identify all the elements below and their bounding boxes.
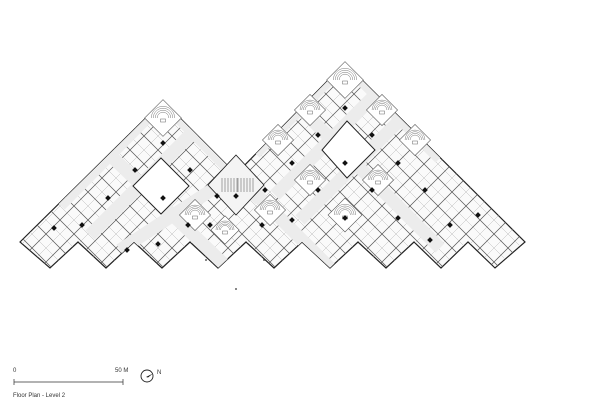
courtyards	[132, 120, 376, 215]
north-arrow-icon	[140, 369, 154, 383]
drawing-caption: Floor Plan - Level 2	[13, 393, 66, 399]
north-label: N	[157, 370, 162, 376]
scale-start-label: 0	[13, 368, 17, 374]
scale-end-label: 50 M	[115, 368, 129, 374]
central-block	[207, 154, 265, 216]
survey-points	[205, 259, 265, 290]
auditorium-seating	[144, 61, 431, 245]
structural-columns	[51, 105, 481, 253]
scale-bar	[13, 379, 124, 385]
